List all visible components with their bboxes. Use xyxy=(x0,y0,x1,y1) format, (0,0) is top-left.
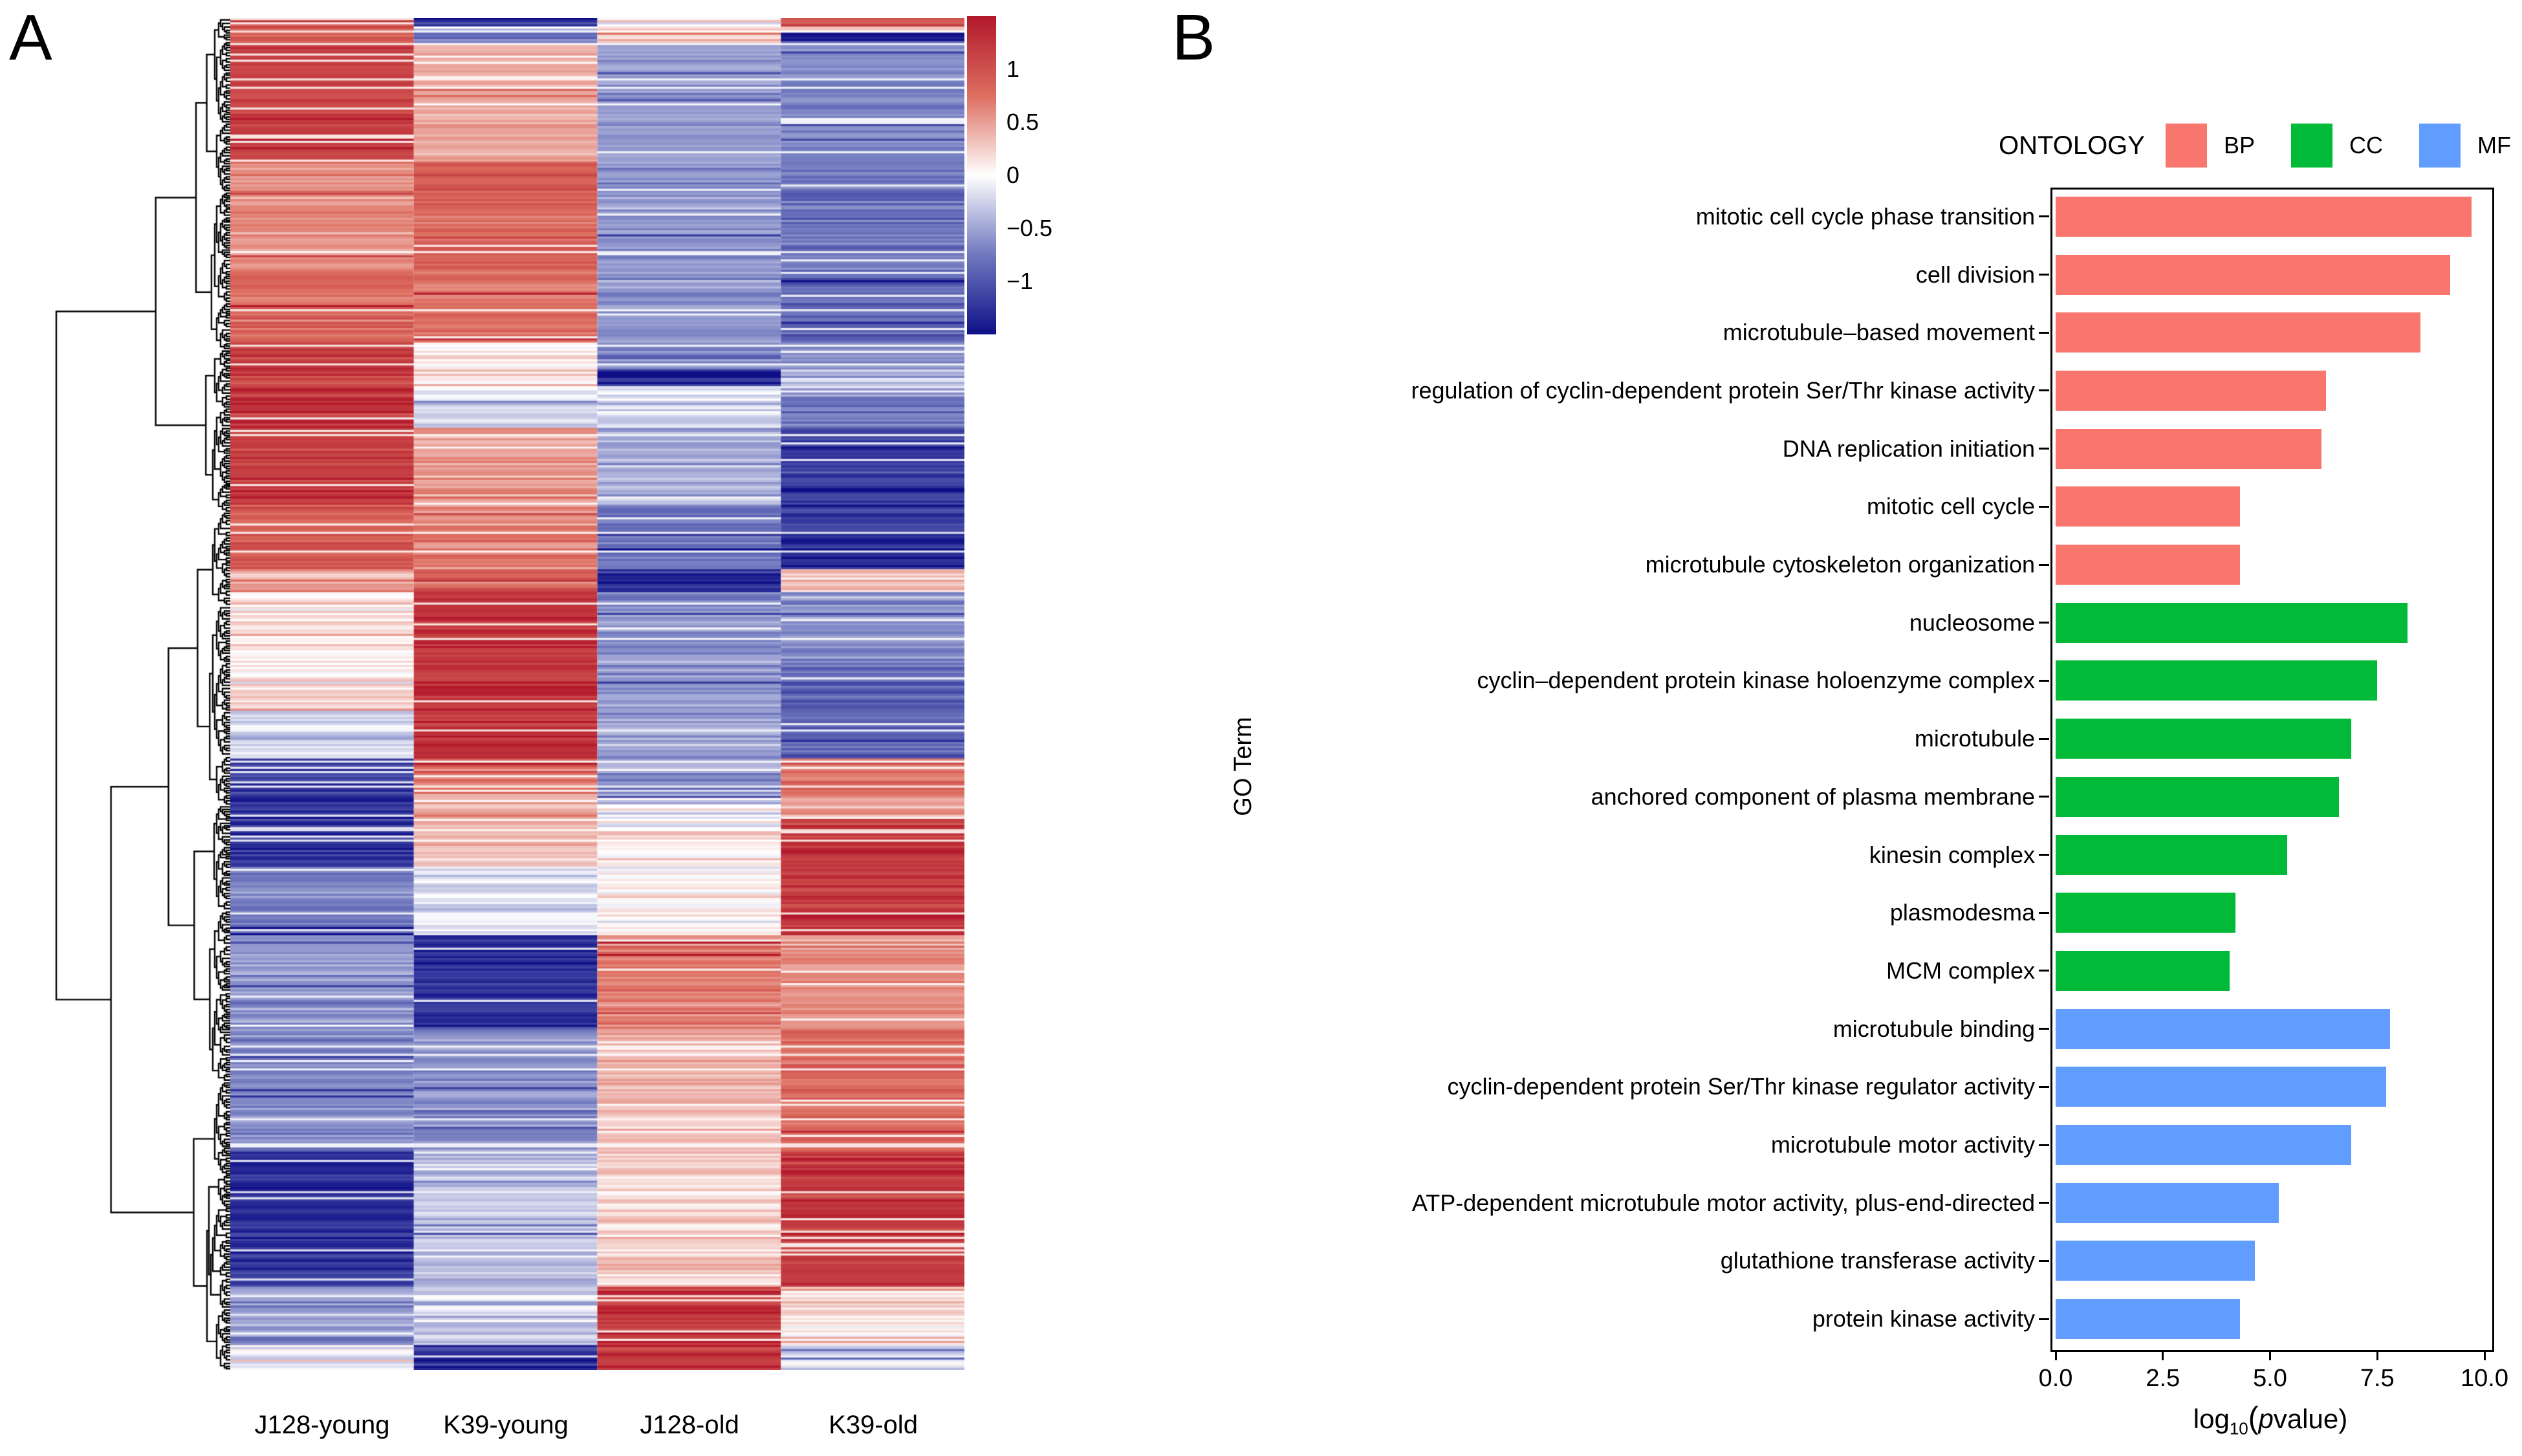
go-bar xyxy=(2056,1299,2241,1340)
go-term-label: glutathione transferase activity xyxy=(1720,1247,2035,1274)
go-term-label: anchored component of plasma membrane xyxy=(1591,783,2035,810)
xlabel-subscript: 10 xyxy=(2229,1418,2248,1439)
y-axis-tick xyxy=(2039,911,2049,914)
go-bar xyxy=(2056,834,2288,875)
go-term-label: microtubule xyxy=(1914,725,2035,752)
y-axis-tick xyxy=(2039,1028,2049,1030)
go-bar xyxy=(2056,776,2339,817)
x-axis-tick-label: 7.5 xyxy=(2360,1365,2395,1392)
x-axis-tick-label: 0.0 xyxy=(2038,1365,2073,1392)
legend-swatch-mf xyxy=(2419,124,2461,168)
x-axis-tick-label: 10.0 xyxy=(2461,1365,2508,1392)
go-term-label: protein kinase activity xyxy=(1812,1305,2035,1332)
x-axis-title: log10(pvalue) xyxy=(2193,1402,2347,1437)
colorbar xyxy=(967,16,996,334)
go-term-label: microtubule cytoskeleton organization xyxy=(1645,551,2035,578)
row-dendrogram xyxy=(55,18,230,1370)
ontology-legend: ONTOLOGY BP CC MF xyxy=(1999,124,2522,168)
y-axis-tick xyxy=(2039,1202,2049,1204)
go-bar xyxy=(2056,254,2450,295)
go-term-label: cyclin–dependent protein kinase holoenzy… xyxy=(1477,667,2035,694)
x-axis-tick xyxy=(2162,1350,2164,1360)
go-term-label: microtubule binding xyxy=(1832,1015,2035,1042)
xlabel-open-paren: ( xyxy=(2248,1400,2259,1435)
colorbar-tick-label: −0.5 xyxy=(1006,215,1053,241)
go-term-label: cell division xyxy=(1915,261,2035,288)
y-axis-tick xyxy=(2039,274,2049,276)
go-term-label: mitotic cell cycle phase transition xyxy=(1695,203,2035,230)
y-axis-tick xyxy=(2039,389,2049,392)
go-term-label: regulation of cyclin-dependent protein S… xyxy=(1411,377,2035,404)
y-axis-tick xyxy=(2039,970,2049,972)
heatmap-column-label: J128-old xyxy=(640,1411,739,1439)
go-bar xyxy=(2056,719,2352,759)
y-axis-tick xyxy=(2039,622,2049,624)
go-term-label: plasmodesma xyxy=(1889,899,2035,926)
panel-b-label: B xyxy=(1172,1,1215,74)
colorbar-tick-label: 0.5 xyxy=(1006,109,1039,135)
go-bar xyxy=(2056,1067,2386,1107)
go-term-label: MCM complex xyxy=(1886,957,2035,984)
go-bar xyxy=(2056,545,2241,585)
heatmap-column-label: J128-young xyxy=(254,1411,390,1439)
y-axis-tick xyxy=(2039,854,2049,856)
y-axis-tick xyxy=(2039,1318,2049,1320)
go-bar xyxy=(2056,660,2378,701)
legend-label-cc: CC xyxy=(2349,132,2384,158)
go-bar xyxy=(2056,893,2236,933)
y-axis-tick xyxy=(2039,563,2049,566)
go-term-label: microtubule motor activity xyxy=(1770,1131,2035,1158)
heatmap-column-label: K39-old xyxy=(829,1411,918,1439)
x-axis-tick xyxy=(2269,1350,2271,1360)
go-term-label: nucleosome xyxy=(1909,609,2035,636)
xlabel-base: log xyxy=(2193,1404,2230,1434)
go-bar xyxy=(2056,1008,2391,1049)
x-axis-tick xyxy=(2376,1350,2378,1360)
legend-label-bp: BP xyxy=(2223,132,2256,158)
y-axis-tick xyxy=(2039,679,2049,682)
colorbar-tick-label: −1 xyxy=(1006,268,1034,294)
heatmap-column-label: K39-young xyxy=(443,1411,569,1439)
legend-title: ONTOLOGY xyxy=(1999,131,2145,160)
go-term-label: mitotic cell cycle xyxy=(1866,493,2035,520)
go-term-label: cyclin-dependent protein Ser/Thr kinase … xyxy=(1447,1073,2035,1100)
xlabel-rest: value) xyxy=(2273,1404,2348,1434)
colorbar-tick-label: 0 xyxy=(1006,162,1020,188)
go-bar xyxy=(2056,312,2420,353)
go-term-label: kinesin complex xyxy=(1869,841,2035,868)
y-axis-tick xyxy=(2039,1085,2049,1088)
legend-swatch-bp xyxy=(2165,124,2207,168)
y-axis-tick xyxy=(2039,448,2049,450)
go-bar xyxy=(2056,196,2472,237)
colorbar-tick-label: 1 xyxy=(1006,56,1020,82)
panel-a-label: A xyxy=(9,1,52,74)
go-bar xyxy=(2056,370,2326,411)
go-bar xyxy=(2056,1182,2279,1223)
go-bar xyxy=(2056,428,2322,469)
x-axis-tick xyxy=(2483,1350,2486,1360)
go-bar xyxy=(2056,1125,2352,1166)
legend-label-mf: MF xyxy=(2477,132,2511,158)
legend-swatch-cc xyxy=(2291,124,2333,168)
go-term-label: ATP-dependent microtubule motor activity… xyxy=(1411,1189,2035,1216)
y-axis-tick xyxy=(2039,1259,2049,1262)
go-bar xyxy=(2056,602,2408,643)
go-bar xyxy=(2056,486,2241,527)
xlabel-p: p xyxy=(2258,1404,2274,1434)
go-bar xyxy=(2056,1241,2256,1281)
plot-panel-border xyxy=(2050,188,2494,1352)
go-term-label: microtubule–based movement xyxy=(1723,319,2035,346)
go-term-label: DNA replication initiation xyxy=(1782,435,2035,462)
heatmap-canvas xyxy=(230,18,964,1370)
y-axis-tick xyxy=(2039,505,2049,508)
y-axis-tick xyxy=(2039,737,2049,740)
y-axis-tick xyxy=(2039,331,2049,334)
x-axis-tick-label: 2.5 xyxy=(2146,1365,2180,1392)
go-bar xyxy=(2056,950,2230,991)
y-axis-tick xyxy=(2039,796,2049,798)
y-axis-tick xyxy=(2039,1144,2049,1146)
x-axis-tick xyxy=(2054,1350,2057,1360)
x-axis-tick-label: 5.0 xyxy=(2253,1365,2287,1392)
y-axis-tick xyxy=(2039,215,2049,218)
